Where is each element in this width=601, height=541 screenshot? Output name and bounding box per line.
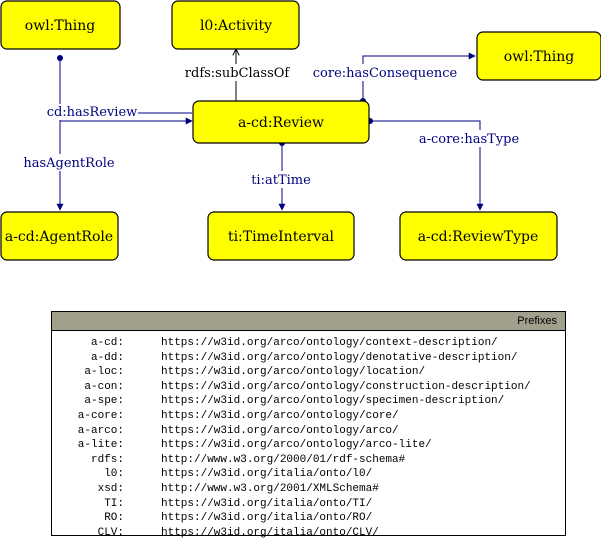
svg-text:a-cd:ReviewType: a-cd:ReviewType xyxy=(418,229,539,245)
prefix-name: a-spe: xyxy=(84,395,124,408)
prefix-uri: https://w3id.org/italia/onto/TI/ xyxy=(161,497,373,510)
prefix-name: CLV: xyxy=(97,526,124,539)
prefix-uri: http://www.w3.org/2000/01/rdf-schema# xyxy=(161,453,406,466)
edge-subclass: rdfs:subClassOf xyxy=(184,49,290,101)
node-l0-activity[interactable]: l0:Activity xyxy=(171,0,300,50)
svg-text:a-cd:AgentRole: a-cd:AgentRole xyxy=(5,229,113,245)
prefix-row: CLV: https://w3id.org/italia/onto/CLV/ xyxy=(52,526,565,541)
prefix-uri: https://w3id.org/italia/onto/RO/ xyxy=(161,512,373,525)
prefix-name: a-loc: xyxy=(84,366,124,379)
node-review[interactable]: a-cd:Review xyxy=(192,100,370,144)
prefixes-panel: Prefixes a-cd: https://w3id.org/arco/onto… xyxy=(51,311,566,539)
prefix-uri: https://w3id.org/arco/ontology/arco-lite… xyxy=(161,439,432,452)
node-agent-role[interactable]: a-cd:AgentRole xyxy=(0,211,119,261)
prefix-name: a-lite: xyxy=(77,439,124,452)
prefix-uri: https://w3id.org/italia/onto/l0/ xyxy=(161,468,373,481)
edge-label-subclass: rdfs:subClassOf xyxy=(185,66,291,81)
prefix-name: a-con: xyxy=(84,380,124,393)
edge-label-has-consequence: core:hasConsequence xyxy=(313,66,458,81)
prefix-row: a-core: https://w3id.org/arco/ontology/co… xyxy=(52,409,565,424)
prefix-uri: https://w3id.org/arco/ontology/denotativ… xyxy=(161,351,518,364)
prefix-row: a-loc: https://w3id.org/arco/ontology/loc… xyxy=(52,365,565,380)
edge-has-type: a-core:hasType xyxy=(367,118,522,211)
prefix-name: a-core: xyxy=(77,409,124,422)
prefix-name: xsd: xyxy=(97,482,124,495)
prefix-name: rdfs: xyxy=(90,453,124,466)
edge-has-agent-role: hasAgentRole xyxy=(22,121,116,211)
prefix-name: TI: xyxy=(104,497,124,510)
prefix-uri: https://w3id.org/italia/onto/CLV/ xyxy=(161,526,379,539)
prefix-row: a-spe: https://w3id.org/arco/ontology/spe… xyxy=(52,394,565,409)
prefix-row: rdfs: http://www.w3.org/2000/01/rdf-schem… xyxy=(52,453,565,468)
prefix-row: a-cd: https://w3id.org/arco/ontology/cont… xyxy=(52,336,565,351)
svg-text:owl:Thing: owl:Thing xyxy=(25,18,95,34)
prefix-uri: https://w3id.org/arco/ontology/arco/ xyxy=(161,424,399,437)
prefix-row: a-arco: https://w3id.org/arco/ontology/ar… xyxy=(52,424,565,439)
svg-text:l0:Activity: l0:Activity xyxy=(200,18,272,34)
node-owl-thing-right[interactable]: owl:Thing xyxy=(476,31,601,81)
edge-label-has-type: a-core:hasType xyxy=(419,132,520,147)
prefix-row: a-dd: https://w3id.org/arco/ontology/deno… xyxy=(52,351,565,366)
prefix-row: xsd: http://www.w3.org/2001/XMLSchema# xyxy=(52,482,565,497)
prefix-name: a-dd: xyxy=(90,351,124,364)
prefix-uri: https://w3id.org/arco/ontology/core/ xyxy=(161,409,399,422)
prefix-uri: https://w3id.org/arco/ontology/specimen-… xyxy=(161,395,505,408)
svg-text:owl:Thing: owl:Thing xyxy=(504,49,574,65)
edge-has-review: cd:hasReview xyxy=(46,55,193,125)
prefix-uri: https://w3id.org/arco/ontology/context-d… xyxy=(161,337,498,349)
prefixes-list: a-cd: https://w3id.org/arco/ontology/cont… xyxy=(52,331,565,540)
prefix-name: l0: xyxy=(104,468,124,481)
prefixes-header: Prefixes xyxy=(52,312,565,331)
edge-has-consequence: core:hasConsequence xyxy=(313,52,476,104)
node-time-interval[interactable]: ti:TimeInterval xyxy=(207,211,355,261)
prefix-uri: http://www.w3.org/2001/XMLSchema# xyxy=(161,482,379,495)
edge-label-has-agent-role: hasAgentRole xyxy=(23,156,115,171)
prefix-name: a-arco: xyxy=(77,424,124,437)
prefix-row: RO: https://w3id.org/italia/onto/RO/ xyxy=(52,511,565,526)
node-owl-thing-left[interactable]: owl:Thing xyxy=(0,0,121,50)
edge-label-at-time: ti:atTime xyxy=(251,173,311,188)
prefix-row: a-lite: https://w3id.org/arco/ontology/ar… xyxy=(52,438,565,453)
edge-label-has-review: cd:hasReview xyxy=(47,105,138,120)
ontology-diagram: rdfs:subClassOf core:hasConsequence cd:h… xyxy=(0,0,601,261)
edge-at-time: ti:atTime xyxy=(248,140,314,211)
prefix-row: TI: https://w3id.org/italia/onto/TI/ xyxy=(52,497,565,512)
svg-text:a-cd:Review: a-cd:Review xyxy=(238,115,324,131)
node-review-type[interactable]: a-cd:ReviewType xyxy=(399,211,558,261)
prefix-uri: https://w3id.org/arco/ontology/construct… xyxy=(161,380,531,393)
prefix-uri: https://w3id.org/arco/ontology/location/ xyxy=(161,366,426,379)
prefix-name: a-cd: xyxy=(90,337,124,349)
prefix-name: RO: xyxy=(104,512,124,525)
svg-text:ti:TimeInterval: ti:TimeInterval xyxy=(228,229,335,245)
prefix-row: a-con: https://w3id.org/arco/ontology/con… xyxy=(52,380,565,395)
prefix-row: l0: https://w3id.org/italia/onto/l0/ xyxy=(52,467,565,482)
